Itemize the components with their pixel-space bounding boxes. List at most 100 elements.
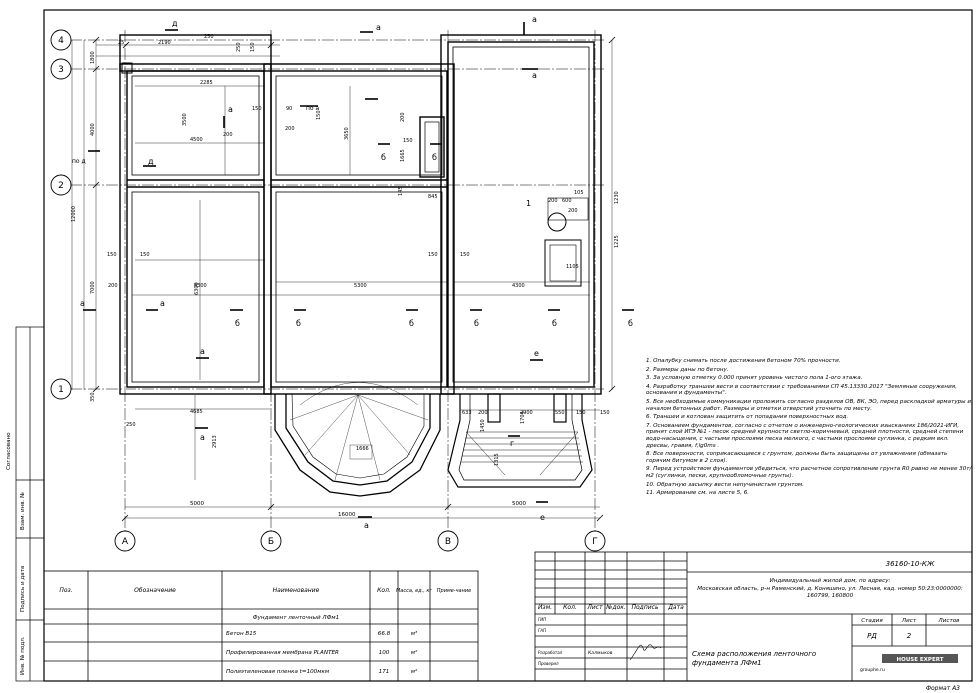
dimension-label: 600 bbox=[562, 198, 572, 204]
dimension-label: б bbox=[432, 153, 437, 162]
sheet-format: Формат А3 bbox=[926, 685, 960, 692]
dimension-label: по а bbox=[306, 105, 320, 112]
note-10: 10. Обратную засыпку вести непучинистым … bbox=[646, 481, 804, 488]
dimension-label: 3500 bbox=[182, 113, 188, 126]
axis-lines bbox=[70, 30, 605, 533]
dimension-label: 4000 bbox=[90, 123, 96, 136]
dimension-label: 150 bbox=[428, 252, 438, 258]
dimension-label: а bbox=[228, 105, 233, 114]
axis-bubbles-rows: 4 3 2 1 bbox=[50, 29, 72, 400]
dimension-label: б bbox=[296, 319, 301, 328]
axis-3: 3 bbox=[58, 65, 64, 75]
note-3: 3. За условную отметку 0.000 принят уров… bbox=[646, 375, 863, 382]
dimension-label: 150 bbox=[252, 106, 262, 112]
signature-scribble bbox=[629, 644, 662, 661]
spec-header-pos: Поз. bbox=[59, 587, 72, 594]
axis-a: А bbox=[122, 537, 129, 547]
dimension-label: 250 bbox=[204, 34, 214, 40]
developer-name: Калмыков bbox=[588, 650, 613, 656]
dimension-label: а bbox=[200, 347, 205, 356]
entrance-steps bbox=[447, 393, 593, 488]
dimension-label: 2285 bbox=[200, 80, 213, 86]
dimension-label: 4300 bbox=[512, 283, 525, 289]
dimension-label: д bbox=[172, 19, 178, 28]
note-5: 5. Все необходимые коммуникации проложит… bbox=[646, 398, 972, 412]
dimension-label: б bbox=[409, 319, 414, 328]
dimension-label: 150 bbox=[576, 410, 586, 416]
bay-radial-lines bbox=[289, 382, 429, 481]
dimension-ticks bbox=[92, 36, 616, 522]
dimension-label: 200 bbox=[548, 198, 558, 204]
stamp-replace-inv: Взам. инв. № bbox=[20, 492, 26, 530]
spec-header-designation: Обозначение bbox=[134, 587, 176, 594]
col-podpis: Подпись bbox=[632, 604, 659, 611]
dimension-label: 150 bbox=[600, 410, 610, 416]
dimension-label: е bbox=[534, 349, 539, 358]
object-title: Индивидуальный жилой дом, по адресу: bbox=[770, 578, 891, 584]
drawing-code: 36160-10-КЖ bbox=[886, 560, 935, 568]
dimension-label: 250 bbox=[236, 42, 242, 52]
dimension-label: б bbox=[381, 153, 386, 162]
spec-table-lines bbox=[43, 570, 479, 682]
house-expert-logo bbox=[882, 654, 958, 663]
axis-bubbles-cols: А Б В Г bbox=[114, 530, 606, 552]
dimension-label: 6300 bbox=[194, 282, 200, 295]
dimension-label: 90 bbox=[286, 106, 292, 112]
role-checker: Проверил bbox=[538, 661, 559, 666]
dimension-labels: 25 2190 250 250 150 1800 4000 12000 7000… bbox=[71, 34, 620, 518]
dimension-label: 1666 bbox=[356, 446, 369, 452]
sheets-header: Листов bbox=[938, 618, 960, 624]
dimension-label: 1 bbox=[526, 199, 531, 208]
dimension-label: а bbox=[532, 15, 537, 24]
dimension-label: 2913 bbox=[212, 435, 218, 448]
dimension-label: 200 bbox=[223, 132, 233, 138]
axis-1: 1 bbox=[58, 385, 64, 395]
section-cut-marks bbox=[83, 22, 634, 518]
spec-header-note: Приме-чание bbox=[437, 588, 471, 594]
dimension-label: 25 bbox=[118, 40, 124, 46]
stamp-signature-date: Подпись и дата bbox=[20, 566, 26, 612]
title-block-lines bbox=[534, 551, 973, 682]
spec-row-1-unit: м³ bbox=[411, 630, 418, 637]
spec-row-3-qty: 171 bbox=[379, 669, 390, 675]
note-4: 4. Разработку траншеи вести в соответств… bbox=[646, 383, 957, 397]
col-list: Лист bbox=[586, 604, 603, 611]
dimension-label: 16000 bbox=[338, 512, 356, 518]
dimension-label: 150 bbox=[316, 110, 322, 120]
note-6: 6. Траншеи и котлован защитить от попада… bbox=[646, 414, 849, 421]
spec-header-name: Наименование bbox=[273, 587, 320, 594]
dimension-label: 4685 bbox=[190, 409, 203, 415]
spec-group-title: Фундамент ленточный ЛФм1 bbox=[253, 615, 339, 621]
note-1: 1. Опалубку снимать после достижения бет… bbox=[646, 358, 841, 364]
dimension-label: 200 bbox=[568, 208, 578, 214]
side-stamp bbox=[15, 326, 45, 682]
spec-row-1-name: Бетон В15 bbox=[226, 631, 257, 637]
dimension-label: 150 bbox=[460, 252, 470, 258]
dimension-label: 145 bbox=[398, 186, 404, 196]
dimension-label: 200 bbox=[108, 283, 118, 289]
role-gip: ГИП bbox=[538, 617, 546, 622]
dimension-label: б bbox=[628, 319, 633, 328]
dimension-label: 845 bbox=[428, 194, 438, 200]
dimension-label: 250 bbox=[126, 422, 136, 428]
foundation-strips bbox=[119, 34, 602, 395]
axis-2: 2 bbox=[58, 181, 64, 191]
axis-v: В bbox=[445, 537, 451, 547]
spec-row-2-name: Профилированная мембрана PLANTER bbox=[226, 650, 339, 656]
spec-header-qty: Кол. bbox=[377, 587, 391, 594]
general-notes: 1. Опалубку снимать после достижения бет… bbox=[646, 358, 972, 499]
spec-row-2-unit: м² bbox=[411, 649, 418, 656]
note-11: 11. Армирование см. на листе 5, 6. bbox=[646, 490, 750, 497]
dimension-label: 1225 bbox=[614, 235, 620, 248]
dimension-label: 1665 bbox=[400, 149, 406, 162]
porch-elements bbox=[544, 197, 589, 287]
dimension-label: 4500 bbox=[190, 137, 203, 143]
dimension-label: 2900 bbox=[520, 410, 533, 416]
note-8: 8. Все поверхности, соприкасающиеся с гр… bbox=[646, 451, 948, 464]
dimension-label: 350 bbox=[90, 392, 96, 402]
stage-value: РД bbox=[867, 632, 877, 640]
role-developer: Разработал bbox=[538, 650, 563, 655]
dimension-label: 200 bbox=[400, 112, 406, 122]
dimension-label: б bbox=[552, 319, 557, 328]
